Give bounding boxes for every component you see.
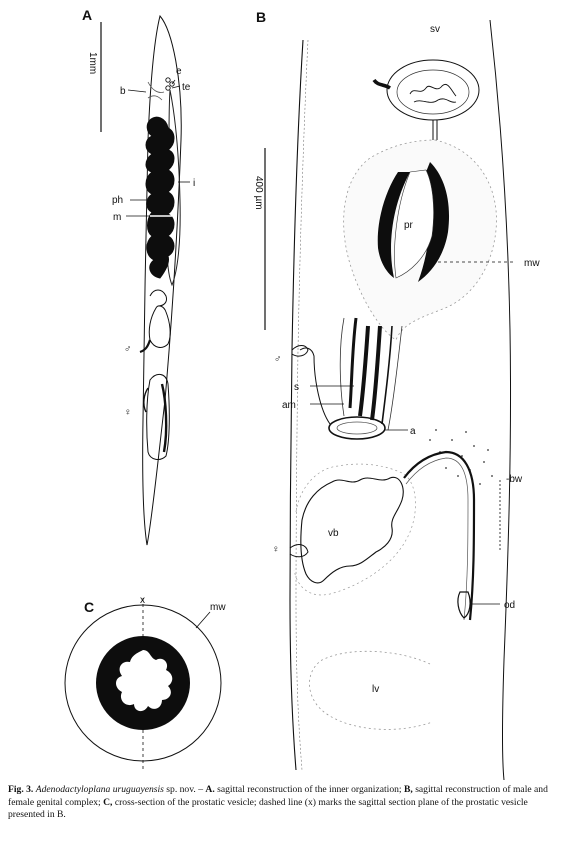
label-male-a: ♂: [124, 344, 132, 355]
male-pore: [292, 346, 308, 357]
caption-fig-number: Fig. 3.: [8, 784, 33, 795]
label-ph: ph: [112, 195, 123, 206]
pointer-mw-c: [196, 612, 210, 628]
label-mw-b: mw: [524, 258, 540, 269]
label-sv: sv: [430, 24, 440, 35]
lv-loop: [309, 651, 432, 729]
label-am: am: [282, 400, 296, 411]
oviduct-funnel: [458, 592, 470, 618]
figure-3: A 1mm b e te i ph m: [0, 0, 568, 780]
label-x: x: [140, 595, 145, 606]
male-duct-a: [140, 340, 150, 352]
label-e: e: [176, 66, 182, 77]
vaginal-bursa: [301, 477, 403, 583]
label-m: m: [113, 212, 121, 223]
panel-c-label: C: [84, 599, 94, 615]
caption-b-key: B,: [404, 784, 413, 795]
scale-label-a: 1mm: [87, 52, 98, 74]
panel-c: C x mw: [65, 595, 226, 770]
label-male-b: ♂: [274, 354, 282, 365]
pharynx: [146, 117, 174, 278]
oviduct: [404, 452, 474, 620]
stylet-duct-2: [360, 326, 368, 416]
vaginal-bursa-outer: [294, 464, 416, 595]
label-female-a: ♀: [124, 407, 132, 418]
label-a: a: [410, 426, 416, 437]
eye-circle-1: [166, 78, 170, 82]
seminal-vesicle: [387, 60, 479, 120]
pointer-b: [128, 90, 146, 92]
male-complex-a: [149, 290, 170, 347]
label-mw-c: mw: [210, 602, 226, 613]
female-pore: [290, 545, 308, 557]
caption-sp: sp. nov. –: [164, 784, 206, 795]
label-i: i: [193, 178, 195, 189]
panel-b: B 400 µm: [253, 9, 540, 780]
dorsal-wall: [490, 20, 511, 780]
eye-circle-3: [166, 86, 170, 90]
label-te: te: [182, 82, 191, 93]
stylet-duct-4: [382, 326, 392, 424]
caption-a-key: A.: [205, 784, 214, 795]
antrum-inner: [337, 422, 377, 434]
label-female-b: ♀: [272, 544, 280, 555]
label-bw: -bw: [506, 474, 523, 485]
panel-a-label: A: [82, 7, 92, 23]
label-od: od: [504, 600, 515, 611]
panel-b-label: B: [256, 9, 266, 25]
panel-a: A 1mm b e te i ph m: [82, 7, 195, 545]
stylet-duct-1: [350, 318, 356, 408]
label-b: b: [120, 86, 126, 97]
scale-label-b: 400 µm: [253, 176, 264, 210]
label-lv: lv: [372, 684, 379, 695]
label-pr: pr: [404, 220, 414, 231]
label-s: s: [294, 382, 299, 393]
body-outline-a: [143, 16, 182, 545]
stylet-duct-3: [372, 326, 380, 420]
seminal-vesicle-inner: [397, 70, 469, 114]
seminal-vesicle-content: [410, 84, 456, 102]
label-vb: vb: [328, 528, 339, 539]
figure-caption: Fig. 3. Adenodactyloplana uruguayensis s…: [8, 784, 560, 866]
caption-species: Adenodactyloplana uruguayensis: [36, 784, 164, 795]
caption-a-text: sagittal reconstruction of the inner org…: [215, 784, 404, 795]
